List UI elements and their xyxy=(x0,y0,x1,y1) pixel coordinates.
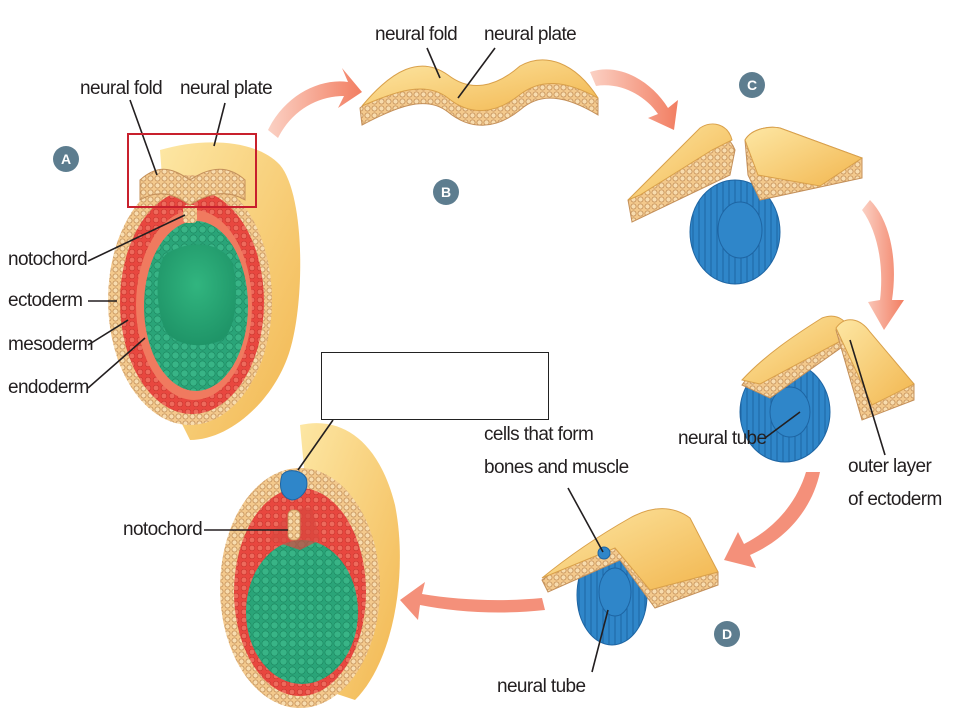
stage-d-badge: D xyxy=(714,621,740,647)
label-a-endoderm: endoderm xyxy=(8,377,89,398)
stage-a-gut-cavity xyxy=(157,244,237,346)
label-final-notochord: notochord xyxy=(123,519,203,540)
cycle-arrows xyxy=(268,68,904,620)
label-d-cells-1: cells that form xyxy=(484,424,594,445)
label-d-neural-tube: neural tube xyxy=(497,676,586,697)
label-a-mesoderm: mesoderm xyxy=(8,334,94,355)
stage-c-folding xyxy=(627,123,864,285)
highlight-box-neural-region xyxy=(127,133,257,208)
stage-a-badge: A xyxy=(53,146,79,172)
stage-a-embryo xyxy=(108,142,301,440)
stage-b-neural-plate xyxy=(359,59,599,126)
arrow-c2-to-d xyxy=(724,472,820,568)
label-b-neural-plate: neural plate xyxy=(484,24,577,45)
stage-b-badge: B xyxy=(433,179,459,205)
label-d-cells-2: bones and muscle xyxy=(484,457,629,478)
label-a-neural-fold: neural fold xyxy=(80,78,163,99)
label-c2-neural-tube: neural tube xyxy=(678,428,767,449)
arrow-a-to-b xyxy=(268,68,362,138)
leader-lines xyxy=(87,47,886,673)
label-a-neural-plate: neural plate xyxy=(180,78,273,99)
stage-d-tube-closed xyxy=(541,508,719,646)
final-embryo xyxy=(220,423,400,708)
label-a-notochord: notochord xyxy=(8,249,88,270)
label-c2-outer-layer-2: of ectoderm xyxy=(848,489,942,510)
label-b-neural-fold: neural fold xyxy=(375,24,458,45)
arrow-b-to-c xyxy=(590,69,678,130)
label-c2-outer-layer-1: outer layer xyxy=(848,456,932,477)
stage-c-badge: C xyxy=(739,72,765,98)
label-a-ectoderm: ectoderm xyxy=(8,290,83,311)
stage-a-neural-plate xyxy=(139,168,246,206)
blank-answer-box[interactable] xyxy=(321,352,549,420)
arrow-d-to-final xyxy=(400,582,545,620)
stage-c2-tube-forming xyxy=(739,315,915,463)
arrow-c-to-c2 xyxy=(862,200,904,330)
